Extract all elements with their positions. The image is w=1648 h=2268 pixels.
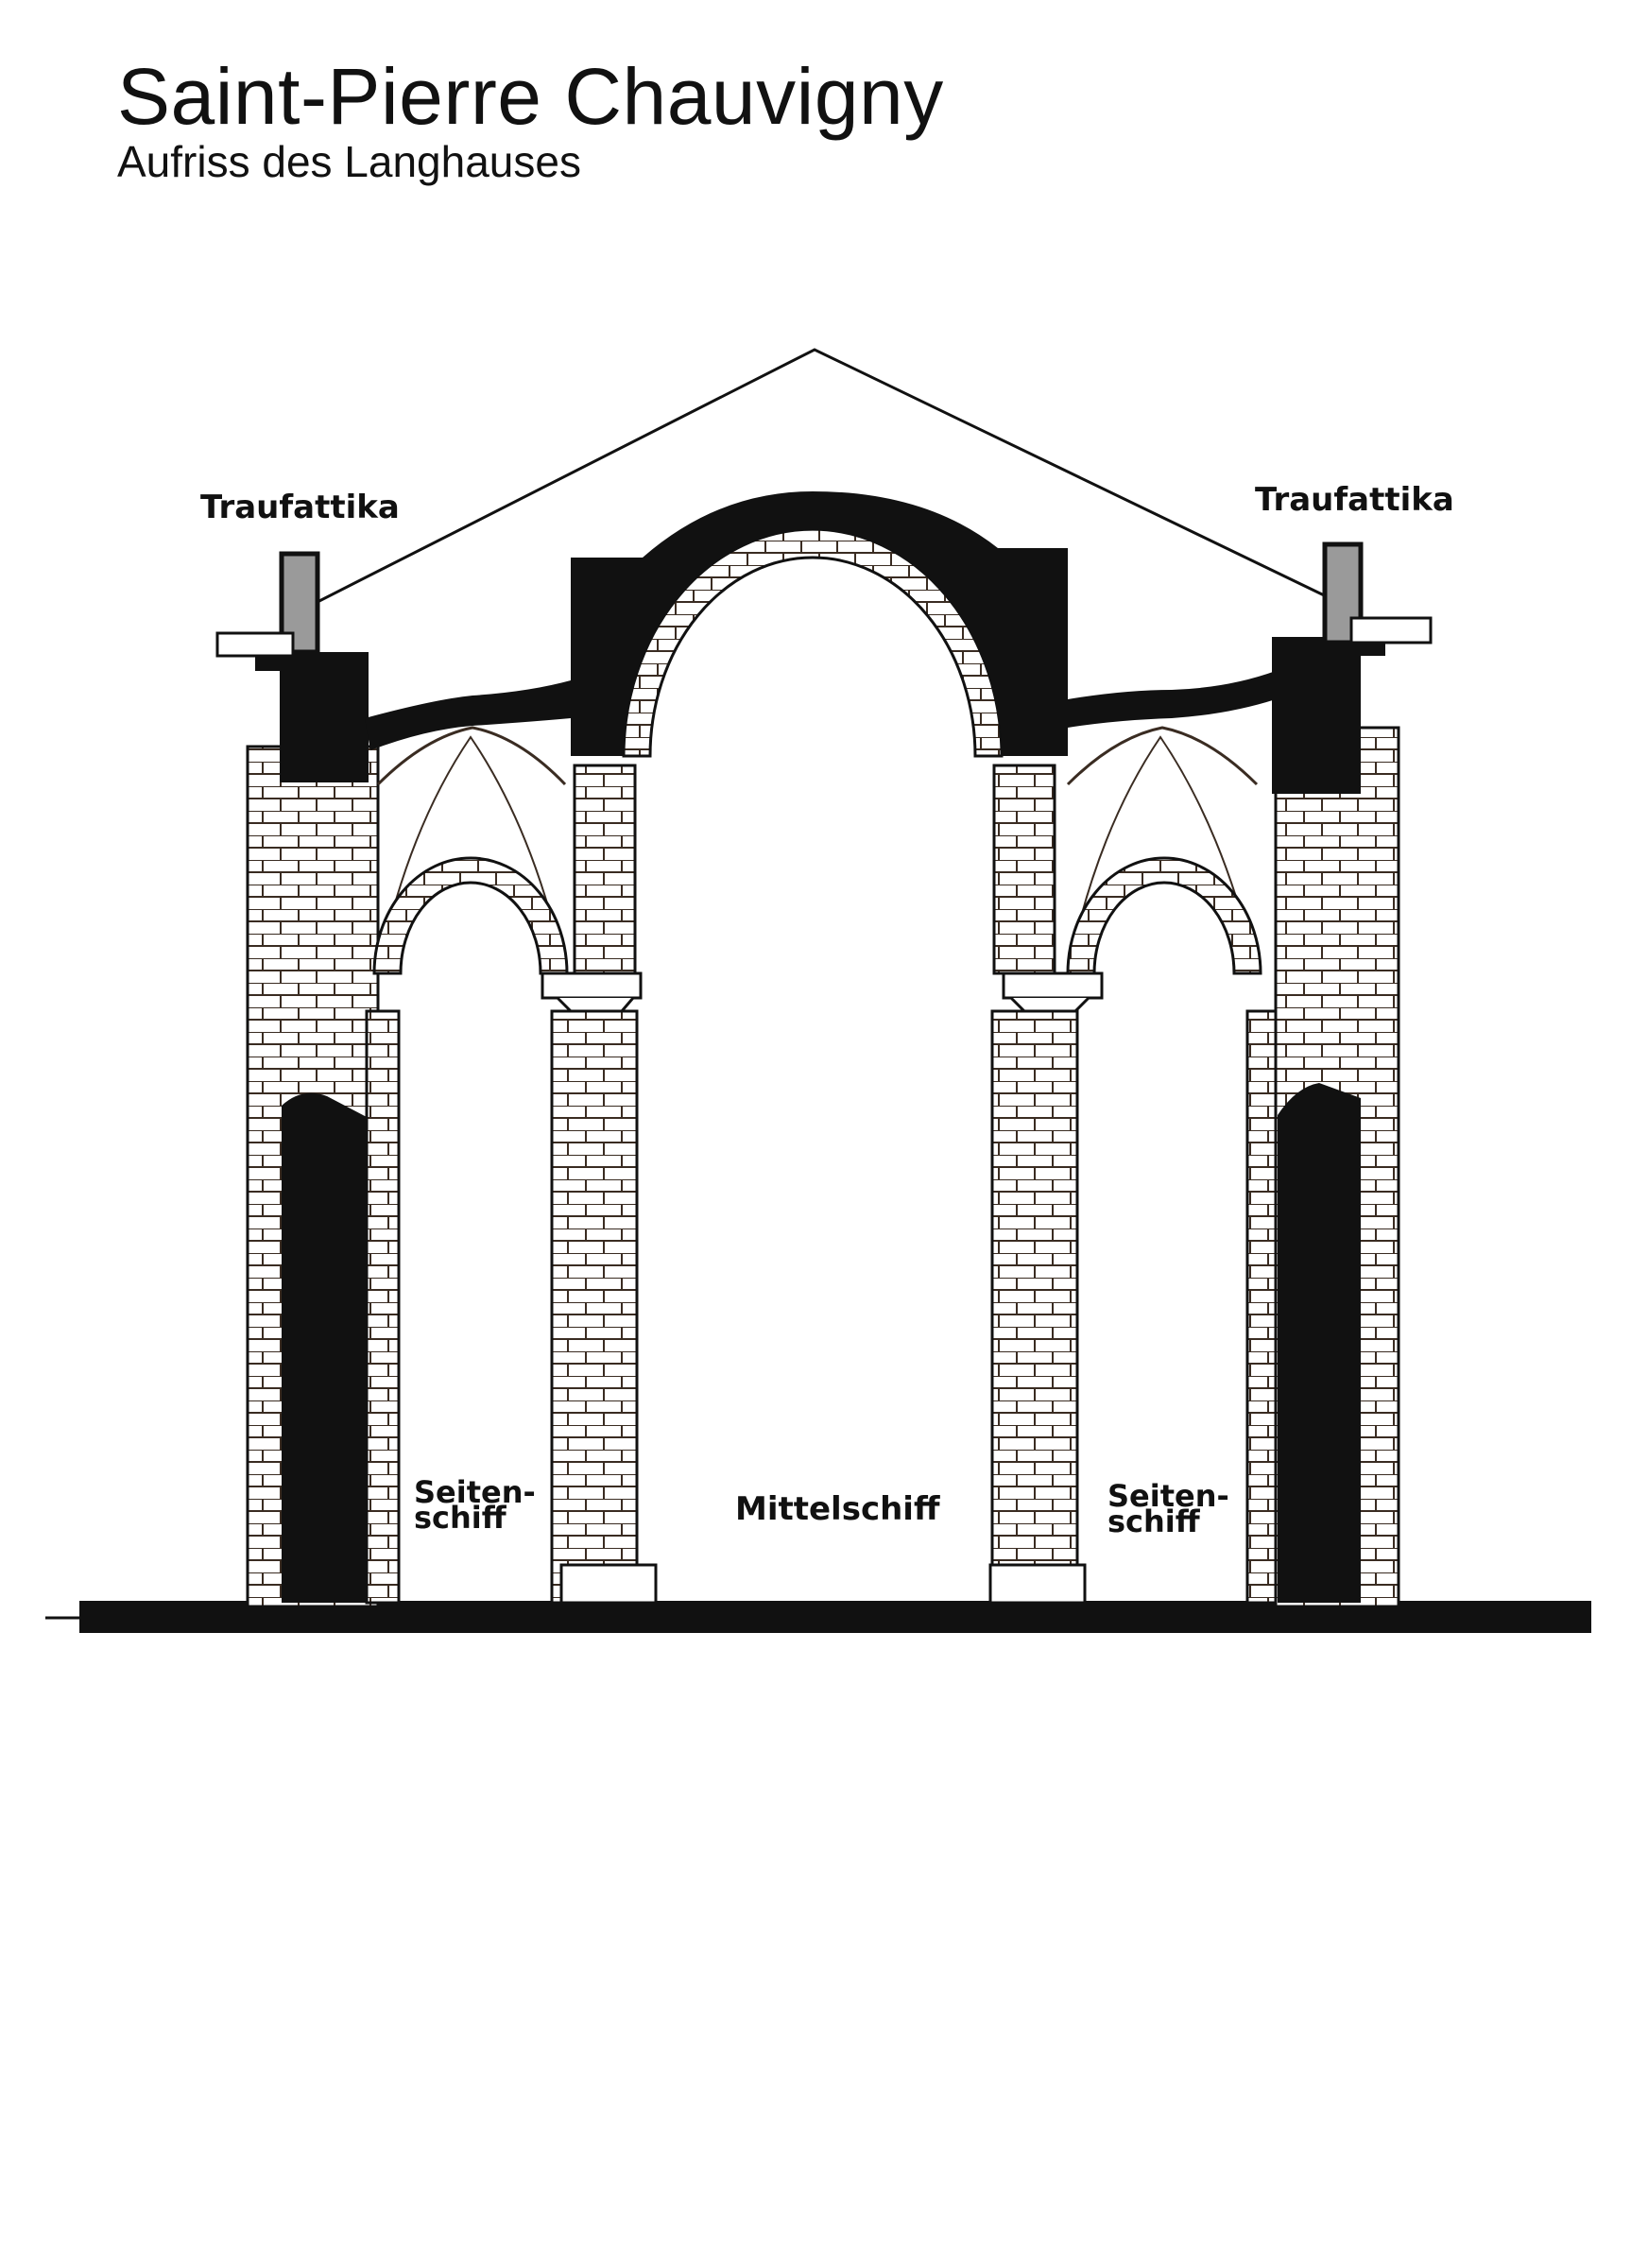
label-seitenschiff-left: Seiten- schiff [414, 1474, 536, 1537]
aisle-arch-left [372, 856, 569, 975]
attic-block-right [1272, 639, 1361, 794]
label-traufattika-left: Traufattika [200, 489, 400, 526]
eave-beam-right [1349, 616, 1433, 644]
aisle-beam-left [365, 680, 571, 750]
nave-pier-left [550, 1009, 639, 1605]
label-seitenschiff-right: Seiten- schiff [1107, 1478, 1229, 1540]
drawing-title: Saint-Pierre Chauvigny [117, 52, 944, 141]
label-traufattika-right: Traufattika [1255, 481, 1454, 519]
nave-vault-block [571, 491, 1068, 756]
eave-beam-left [215, 631, 295, 658]
roof-gable [311, 348, 1345, 607]
capital-left [541, 971, 643, 1000]
aisle-pier-right [1245, 1009, 1281, 1605]
aisle-vault-rib-right [1066, 726, 1259, 786]
aisle-vault-rib-left [376, 726, 567, 786]
aisle-pier-left [365, 1009, 401, 1605]
label-mittelschiff: Mittelschiff [735, 1490, 940, 1528]
buttress-left [282, 1092, 367, 1603]
buttress-right [1278, 1083, 1361, 1603]
capital-right [1002, 971, 1104, 1000]
aisle-arch-right [1066, 856, 1262, 975]
nave-pier-right [990, 1009, 1079, 1605]
drawing-subtitle: Aufriss des Langhauses [117, 137, 581, 186]
aisle-beam-right [1068, 671, 1276, 728]
nave-pier-right-upper [992, 764, 1056, 975]
attic-block-left [280, 654, 369, 782]
nave-pier-left-upper [573, 764, 637, 975]
